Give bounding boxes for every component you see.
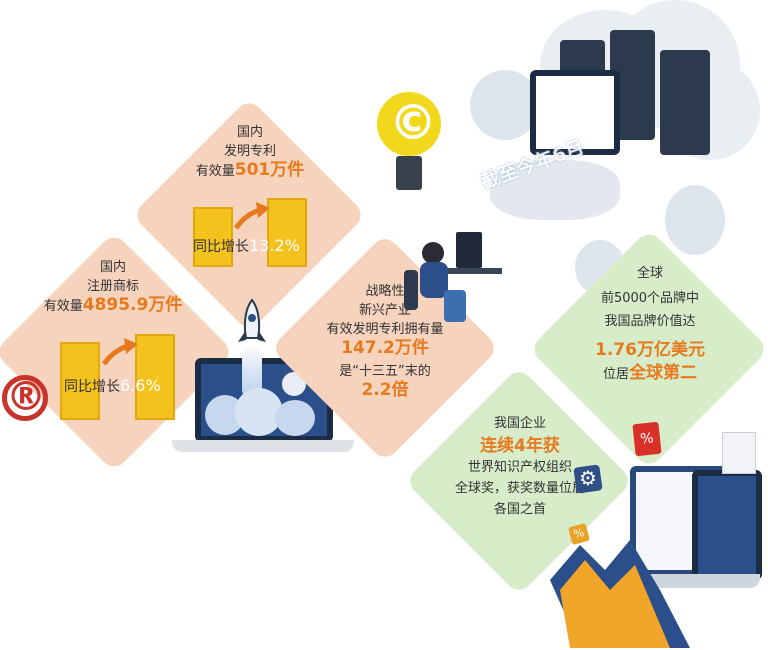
rocket-icon [238, 298, 266, 342]
patents-bar-prior [193, 207, 233, 267]
awards-line3: 世界知识产权组织 [467, 460, 572, 475]
person-head [422, 242, 444, 264]
trademarks-line2: 注册商标 [86, 279, 139, 294]
awards-line5: 各国之首 [493, 502, 546, 517]
awards-text: 我国企业 连续4年获 世界知识产权组织 全球奖，获奖数量位居 各国之首 [440, 414, 600, 519]
patents-text: 国内 发明专利 有效量501万件 [175, 123, 325, 181]
analytics-laptop-back-icon [692, 470, 762, 580]
strategic-multiple: 2.2倍 [361, 380, 409, 400]
server-rack-icon [660, 50, 710, 155]
monitor-icon [456, 232, 482, 268]
strategic-text: 战略性 新兴产业 有效发明专利拥有量 147.2万件 是“十三五”末的 2.2倍 [305, 282, 465, 400]
registered-trademark-icon [2, 375, 48, 421]
laptop-base-icon [172, 440, 354, 452]
trademarks-growth-value: 6.6% [120, 376, 161, 395]
person-body [420, 262, 448, 298]
growth-arrow-icon [233, 202, 270, 230]
awards-line4: 全球奖，获奖数量位居 [454, 481, 585, 496]
copyright-icon: © [389, 95, 437, 151]
percent-tag-icon: % [632, 421, 662, 457]
trademarks-bar-current [135, 334, 175, 420]
mountain-chart-icon [550, 540, 690, 648]
patents-bar-current [267, 198, 307, 267]
brands-rank: 全球第二 [629, 363, 697, 383]
analytics-monitor-icon [530, 70, 620, 155]
trademarks-line1: 国内 [99, 260, 126, 275]
awards-highlight: 连续4年获 [480, 436, 560, 456]
patents-growth-label: 同比增长 [193, 239, 249, 255]
patents-line2: 发明专利 [223, 144, 276, 159]
strategic-value: 147.2万件 [341, 338, 429, 358]
growth-arrow-icon [101, 338, 138, 366]
strategic-line3: 有效发明专利拥有量 [326, 322, 444, 337]
brands-text: 全球 前5000个品牌中 我国品牌价值达 1.76万亿美元 位居全球第二 [570, 264, 730, 384]
trademarks-prefix: 有效量 [43, 299, 83, 314]
brands-line3: 我国品牌价值达 [604, 314, 696, 329]
trademarks-growth-label: 同比增长 [64, 379, 120, 395]
brands-rank-line: 位居全球第二 [570, 364, 730, 384]
document-icon [722, 432, 756, 474]
desk-icon [440, 268, 502, 274]
patents-prefix: 有效量 [195, 164, 235, 179]
database-icon [470, 70, 540, 140]
awards-line1: 我国企业 [493, 416, 546, 431]
smoke-cloud-icon [275, 400, 315, 436]
strategic-line5: 是“十三五”末的 [339, 364, 431, 379]
patents-growth-value: 13.2% [249, 236, 300, 255]
trademarks-text: 国内 注册商标 有效量4895.9万件 [38, 258, 188, 316]
database-icon [490, 160, 620, 220]
trademarks-amount: 有效量4895.9万件 [38, 296, 188, 316]
chair-icon [404, 270, 418, 310]
brands-value: 1.76万亿美元 [595, 340, 705, 360]
bulb-base [396, 156, 422, 190]
trademarks-growth: 同比增长6.6% [64, 376, 161, 396]
strategic-line1: 战略性 [365, 284, 405, 299]
patents-value: 501万件 [234, 160, 305, 180]
patents-growth: 同比增长13.2% [193, 236, 300, 256]
registered-letter: ® [6, 374, 46, 420]
person-legs [444, 290, 466, 322]
trademarks-bar-prior [60, 342, 100, 420]
patents-amount: 有效量501万件 [175, 161, 325, 181]
patents-line1: 国内 [236, 125, 263, 140]
strategic-line2: 新兴产业 [358, 303, 411, 318]
brands-prefix: 位居 [602, 367, 629, 382]
rocket-trail [242, 348, 262, 398]
trademarks-value: 4895.9万件 [82, 295, 183, 315]
lightbulb-copyright-icon [377, 92, 441, 156]
brands-line1: 全球 [636, 266, 663, 281]
gear-icon: ⚙ [579, 466, 597, 490]
brands-line2: 前5000个品牌中 [600, 291, 700, 306]
database-icon [665, 185, 725, 255]
